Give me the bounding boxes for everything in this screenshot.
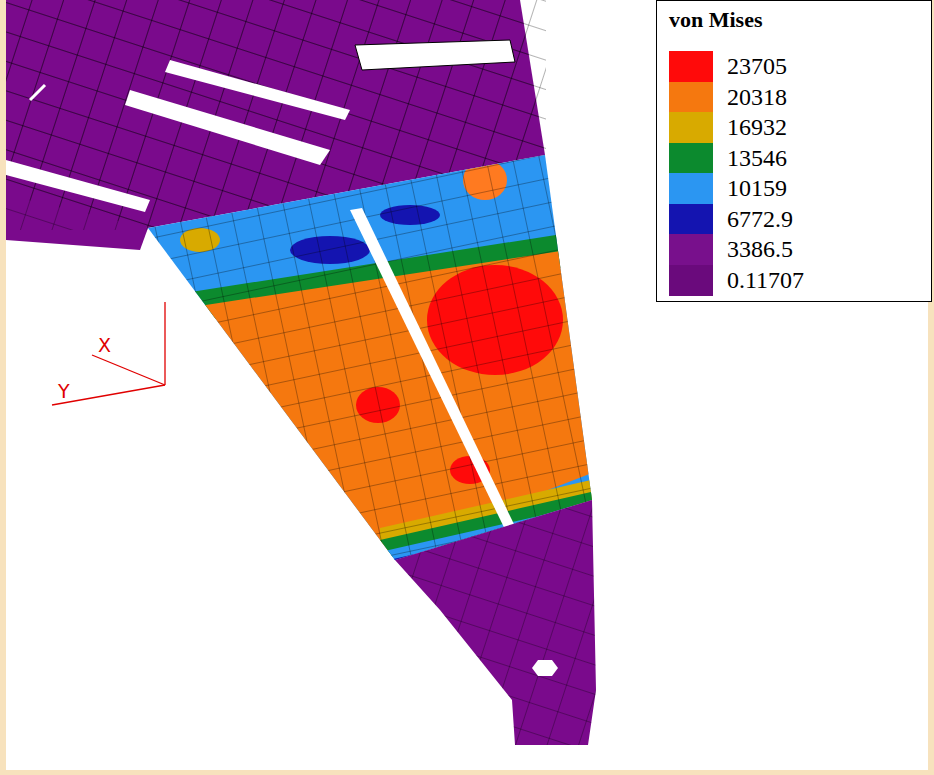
legend-swatch [669, 173, 713, 204]
legend-swatch [669, 143, 713, 174]
legend-swatch [669, 112, 713, 143]
legend-value: 3386.5 [727, 237, 793, 261]
legend-swatch [669, 51, 713, 82]
legend-box: von Mises 23705 20318 16932 13546 10159 6772.9… [656, 0, 932, 302]
legend-value: 13546 [727, 146, 787, 170]
legend-value: 0.11707 [727, 268, 804, 292]
legend-value: 23705 [727, 54, 787, 78]
legend-value: 20318 [727, 85, 787, 109]
axis-label: Y [58, 382, 70, 401]
legend-swatch [669, 82, 713, 113]
legend-value: 16932 [727, 115, 787, 139]
legend-title: von Mises [669, 7, 763, 33]
legend-value: 6772.9 [727, 207, 793, 231]
legend-swatch [669, 265, 713, 296]
axis-label: X [98, 336, 111, 355]
legend-swatch [669, 204, 713, 235]
legend-swatch [669, 234, 713, 265]
legend-value: 10159 [727, 176, 787, 200]
